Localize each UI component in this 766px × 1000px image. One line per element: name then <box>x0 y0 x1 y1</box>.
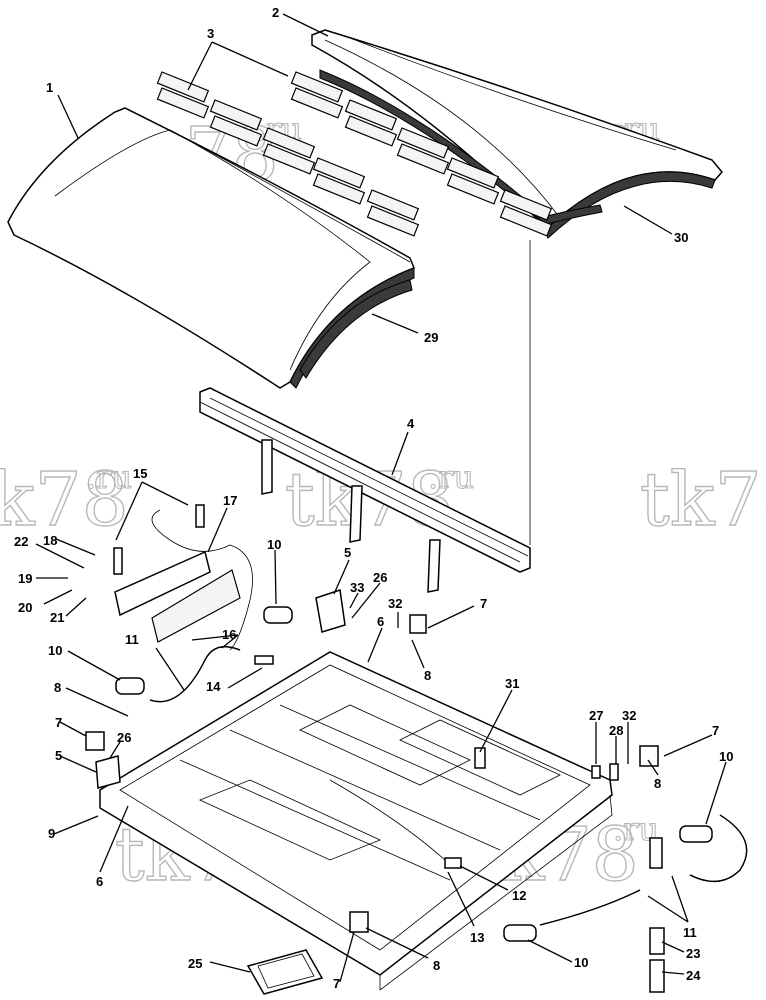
callout-11: 11 <box>125 632 139 647</box>
watermark-main: tk78 <box>0 457 129 543</box>
callout-20: 20 <box>18 600 32 615</box>
base-tray <box>99 651 613 991</box>
callout-2: 2 <box>272 5 279 20</box>
callout-16: 16 <box>222 627 236 642</box>
callout-14: 14 <box>206 679 221 694</box>
callout-25: 25 <box>188 956 202 971</box>
callout-18: 18 <box>43 533 57 548</box>
leader-lines <box>35 13 727 983</box>
callout-31: 31 <box>505 676 519 691</box>
watermark-suffix: .ru <box>86 458 132 496</box>
callout-26: 26 <box>117 730 131 745</box>
callout-26: 26 <box>373 570 387 585</box>
callout-28: 28 <box>609 723 623 738</box>
callout-19: 19 <box>18 571 32 586</box>
callout-9: 9 <box>48 826 55 841</box>
callout-32: 32 <box>388 596 402 611</box>
callout-8: 8 <box>654 776 661 791</box>
callout-labels: 1 2 3 4 5 5 6 6 7 7 7 7 8 8 8 8 9 10 10 … <box>14 5 733 991</box>
callout-6: 6 <box>96 874 103 889</box>
callout-10: 10 <box>574 955 588 970</box>
callout-5: 5 <box>344 545 351 560</box>
callout-23: 23 <box>686 946 700 961</box>
watermark-main: tk78 <box>640 457 766 543</box>
callout-7: 7 <box>712 723 719 738</box>
callout-29: 29 <box>424 330 438 345</box>
callout-10: 10 <box>48 643 62 658</box>
callout-10: 10 <box>719 749 733 764</box>
watermark-suffix: .ru <box>428 458 474 496</box>
callout-21: 21 <box>50 610 64 625</box>
callout-7: 7 <box>55 715 62 730</box>
callout-12: 12 <box>512 888 526 903</box>
callout-7: 7 <box>480 596 487 611</box>
callout-13: 13 <box>470 930 484 945</box>
callout-1: 1 <box>46 80 53 95</box>
callout-30: 30 <box>674 230 688 245</box>
callout-24: 24 <box>686 968 701 983</box>
callout-27: 27 <box>589 708 603 723</box>
callout-8: 8 <box>433 958 440 973</box>
callout-6: 6 <box>377 614 384 629</box>
callout-33: 33 <box>350 580 364 595</box>
hinge-straps <box>156 71 553 237</box>
frame-rail <box>199 240 531 593</box>
callout-4: 4 <box>407 416 415 431</box>
callout-5: 5 <box>55 748 62 763</box>
callout-22: 22 <box>14 534 28 549</box>
callout-11: 11 <box>683 925 697 940</box>
roof-panel-front <box>7 107 415 389</box>
callout-15: 15 <box>133 466 147 481</box>
callout-17: 17 <box>223 493 237 508</box>
callout-7: 7 <box>333 976 340 991</box>
callout-32: 32 <box>622 708 636 723</box>
fittings <box>85 504 748 995</box>
callout-10: 10 <box>267 537 281 552</box>
callout-8: 8 <box>424 668 431 683</box>
callout-8: 8 <box>54 680 61 695</box>
callout-3: 3 <box>207 26 214 41</box>
